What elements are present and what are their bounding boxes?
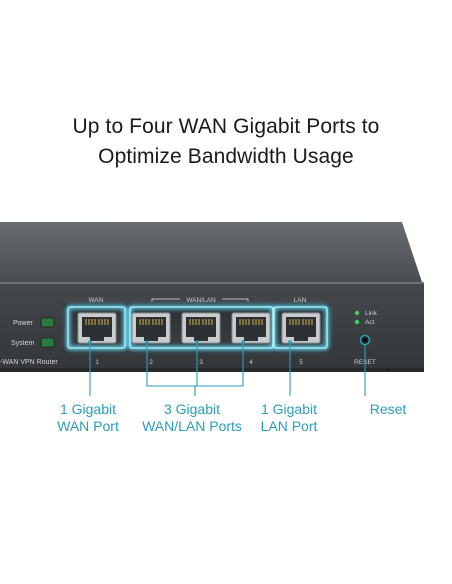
act-led bbox=[354, 319, 360, 325]
callout-lan-port: 1 Gigabit LAN Port bbox=[248, 401, 330, 435]
callout-reset: Reset bbox=[352, 401, 424, 418]
port-number-2: 2 bbox=[149, 359, 153, 366]
callout-lan-line-2: LAN Port bbox=[260, 418, 318, 434]
rj45-port-1 bbox=[77, 312, 117, 344]
group-label-wan: WAN bbox=[89, 297, 104, 304]
port-number-3: 3 bbox=[199, 359, 203, 366]
group-label-wanlan: WAN/LAN bbox=[186, 297, 216, 304]
wanlan-bracket bbox=[151, 298, 249, 302]
port-number-1: 1 bbox=[95, 359, 99, 366]
power-led bbox=[40, 317, 55, 328]
highlight-wan bbox=[67, 306, 126, 349]
status-label-act: Act bbox=[365, 319, 375, 326]
headline-line-1: Up to Four WAN Gigabit Ports to bbox=[72, 115, 380, 138]
screw-hole bbox=[387, 368, 391, 372]
callout-wan-line-2: WAN Port bbox=[57, 418, 119, 434]
led-label-system: System bbox=[11, 340, 35, 347]
port-number-5: 5 bbox=[299, 359, 303, 366]
callout-wanlan-line-2: WAN/LAN Ports bbox=[142, 418, 242, 434]
port-number-4: 4 bbox=[249, 359, 253, 366]
status-label-link: Link bbox=[365, 310, 378, 317]
system-led bbox=[40, 337, 55, 348]
callout-wan-port: 1 Gigabit WAN Port bbox=[47, 401, 129, 435]
callout-reset-line-1: Reset bbox=[369, 401, 407, 417]
rj45-port-2 bbox=[131, 312, 171, 344]
highlight-wanlan bbox=[129, 306, 274, 349]
callout-wan-line-1: 1 Gigabit bbox=[59, 401, 117, 417]
callout-wanlan-ports: 3 Gigabit WAN/LAN Ports bbox=[133, 401, 251, 435]
callout-leaders bbox=[88, 340, 366, 396]
callout-wanlan-line-1: 3 Gigabit bbox=[163, 401, 221, 417]
chassis-top bbox=[0, 222, 422, 282]
callout-lan-line-1: 1 Gigabit bbox=[260, 401, 318, 417]
group-label-lan: LAN bbox=[294, 297, 307, 304]
led-label-power: Power bbox=[13, 320, 34, 327]
link-led bbox=[354, 310, 360, 316]
headline: Up to Four WAN Gigabit Ports to Optimize… bbox=[0, 112, 452, 172]
model-text: -WAN VPN Router bbox=[0, 359, 58, 366]
rj45-port-4 bbox=[231, 312, 271, 344]
rj45-port-5 bbox=[281, 312, 321, 344]
headline-line-2: Optimize Bandwidth Usage bbox=[98, 145, 354, 168]
rj45-port-3 bbox=[181, 312, 221, 344]
highlight-lan bbox=[273, 306, 328, 349]
